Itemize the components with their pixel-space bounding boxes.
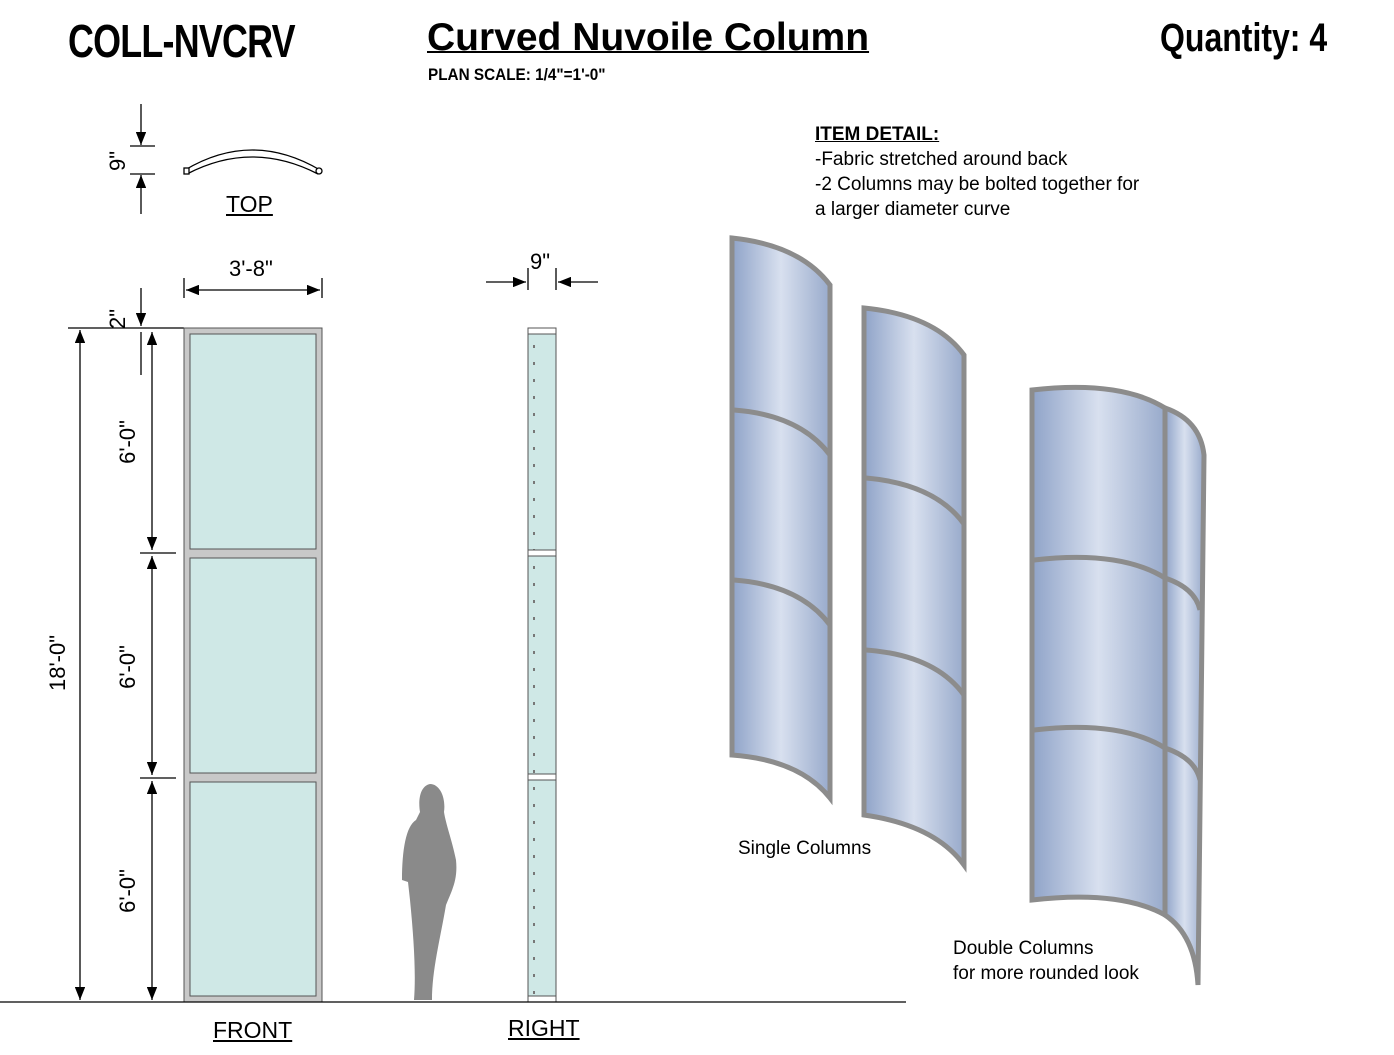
person-silhouette [402, 784, 457, 1000]
plan-scale: PLAN SCALE: 1/4"=1'-0" [428, 65, 606, 84]
section-1-dim: 6'-0" [114, 420, 140, 464]
item-detail-heading: ITEM DETAIL: [815, 124, 940, 145]
front-view-label: FRONT [213, 1017, 293, 1043]
item-detail-line: a larger diameter curve [815, 199, 1011, 220]
item-detail-line: -Fabric stretched around back [815, 149, 1068, 170]
top-depth-dim: 9" [105, 150, 131, 172]
product-code: COLL-NVCRV [68, 15, 296, 67]
height-dimensions [68, 288, 184, 1000]
width-dimension [183, 268, 598, 298]
section-3-dim: 6'-0" [114, 869, 140, 913]
front-elevation [183, 327, 323, 1003]
item-detail: ITEM DETAIL: -Fabric stretched around ba… [815, 122, 1139, 222]
page-title: Curved Nuvoile Column [427, 16, 870, 59]
double-column-rendering [1029, 384, 1207, 986]
double-caption-line: Double Columns [953, 938, 1094, 959]
double-columns-caption: Double Columns for more rounded look [953, 936, 1139, 986]
quantity: Quantity: 4 [1160, 16, 1328, 60]
item-detail-line: -2 Columns may be bolted together for [815, 174, 1140, 195]
section-2-dim: 6'-0" [114, 645, 140, 689]
right-view-label: RIGHT [508, 1015, 580, 1041]
top-view-label: TOP [226, 191, 273, 217]
right-elevation [527, 327, 557, 1003]
double-caption-line: for more rounded look [953, 963, 1139, 984]
single-column-rendering-1 [729, 235, 833, 806]
cap-dim: 2" [105, 308, 131, 330]
side-depth-dim: 9" [530, 249, 551, 274]
width-dim: 3'-8" [229, 256, 273, 281]
total-height-dim: 18'-0" [45, 634, 71, 692]
single-columns-caption: Single Columns [738, 838, 872, 859]
single-column-rendering-2 [861, 305, 967, 873]
top-view-arc [130, 104, 323, 214]
